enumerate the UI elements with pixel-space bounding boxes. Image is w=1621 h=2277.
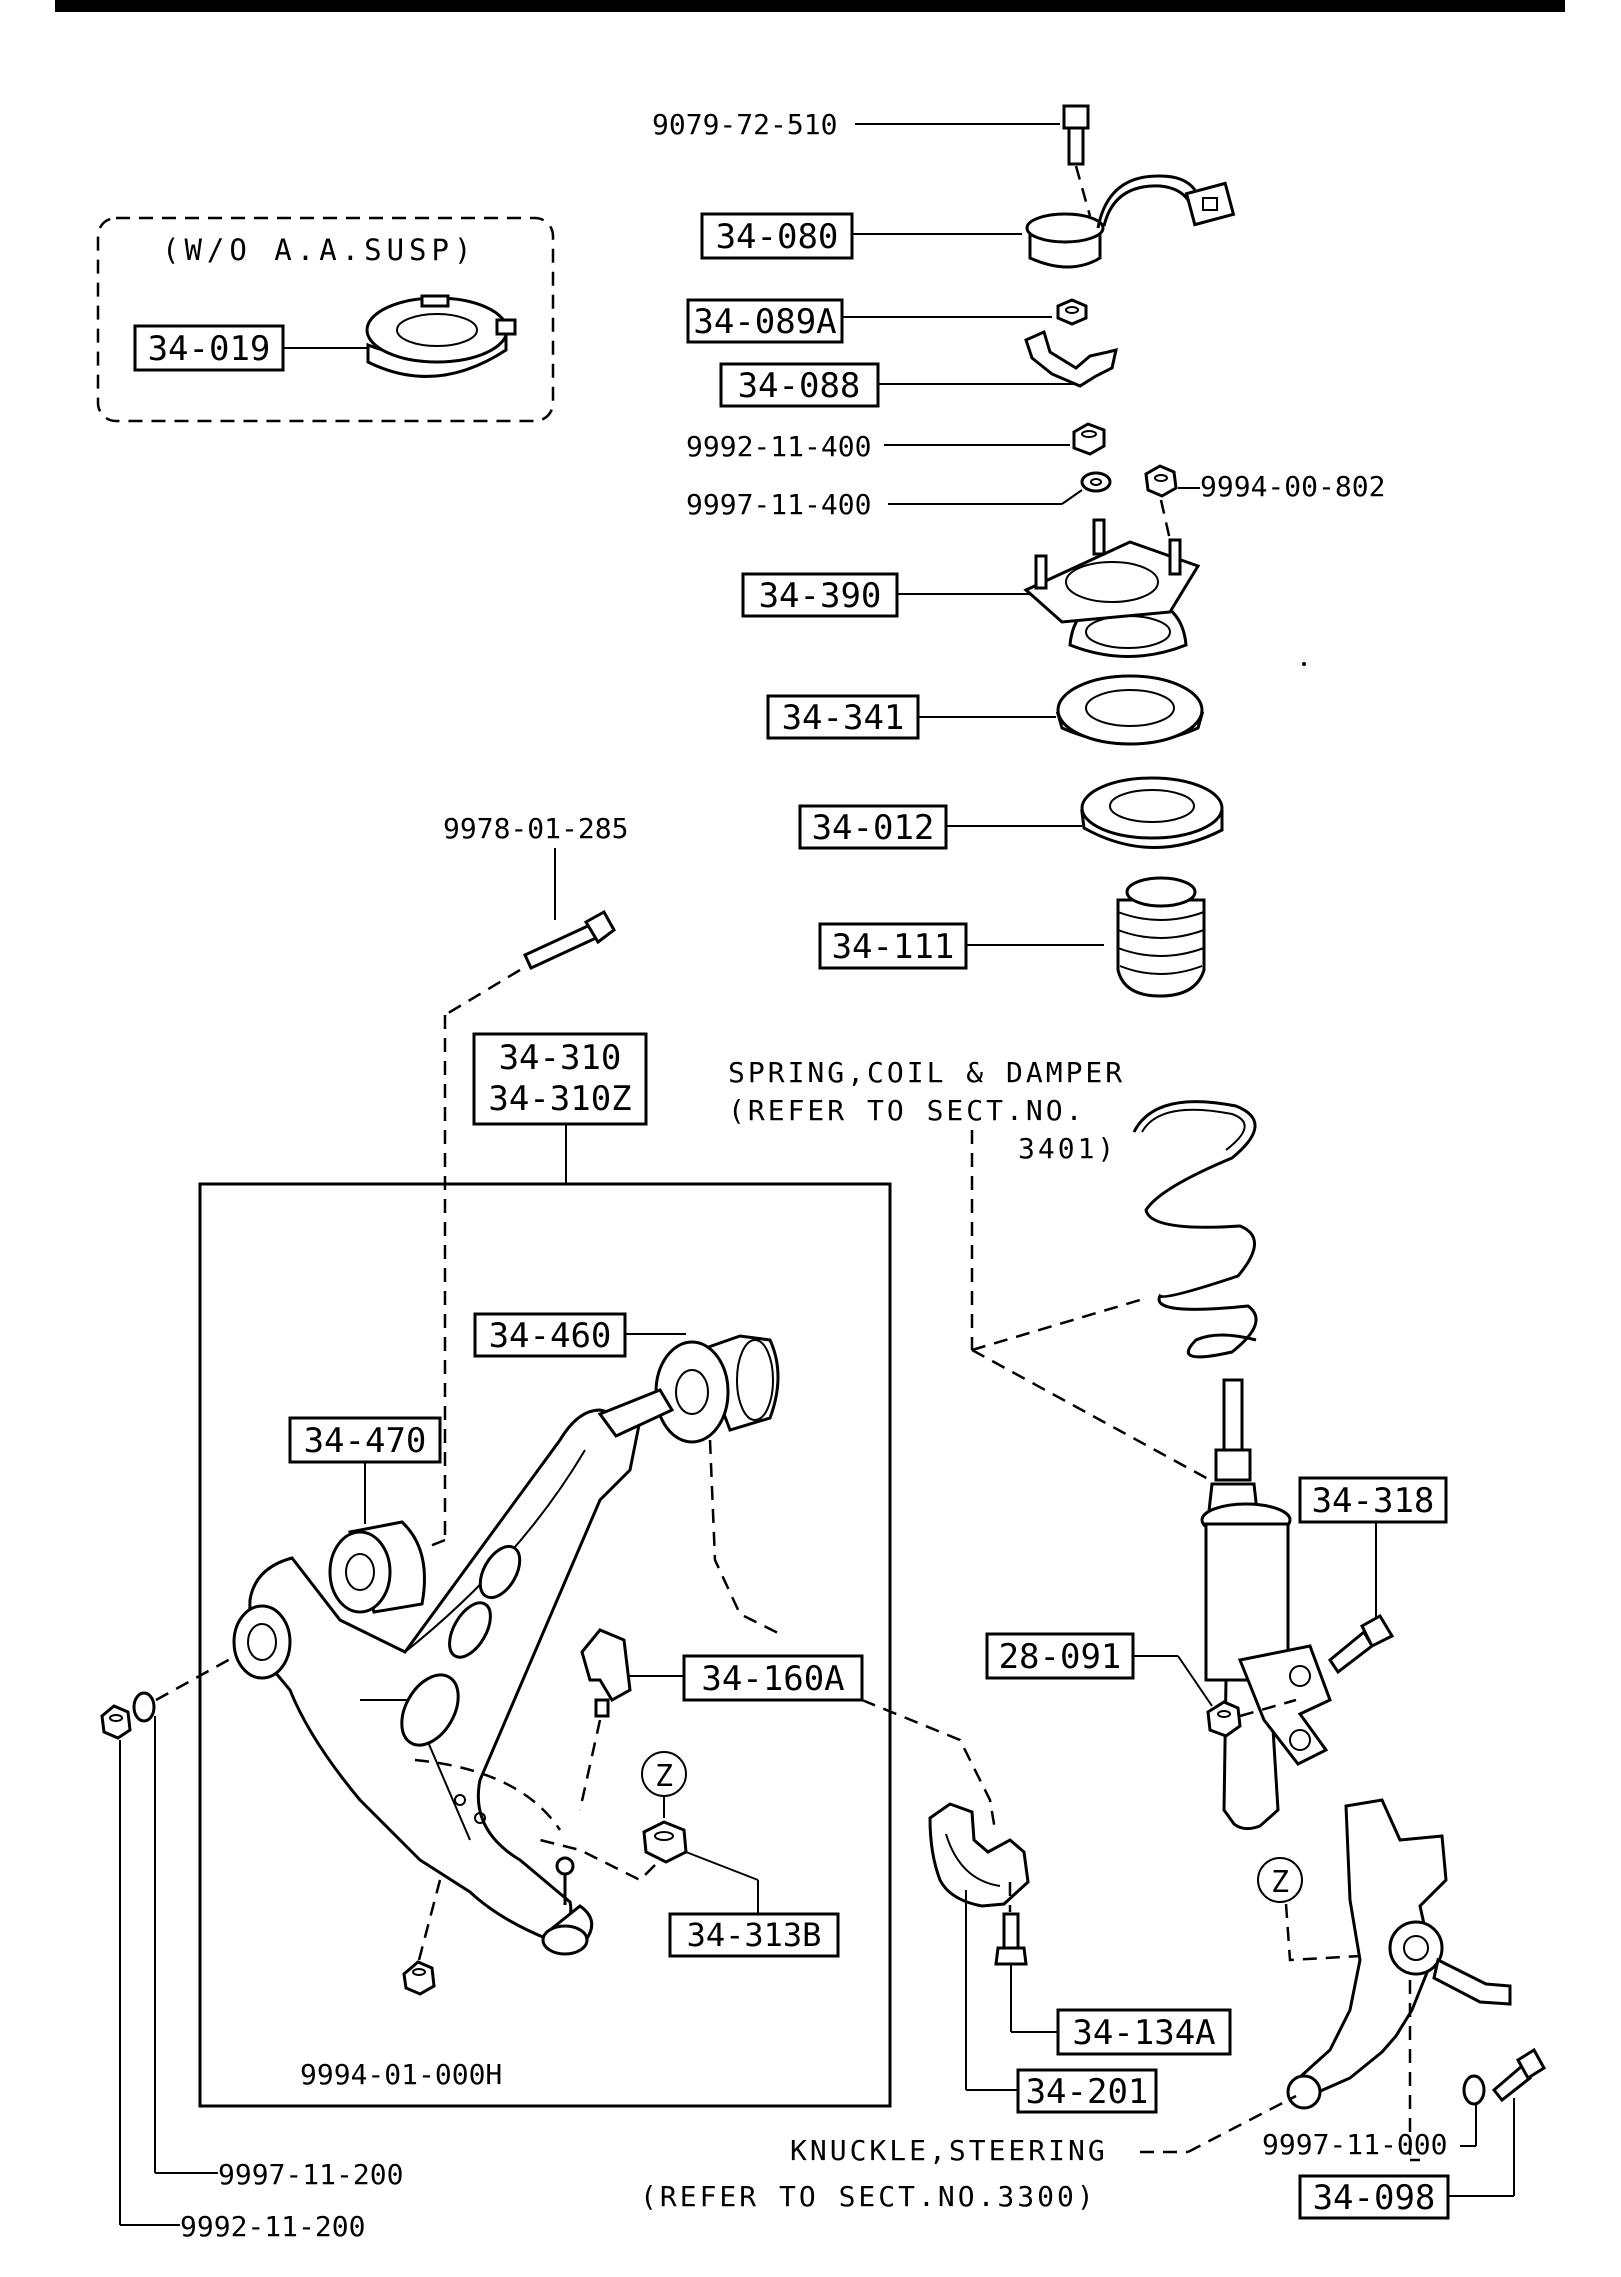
bushing-34-460 bbox=[654, 1334, 780, 1444]
label-34-313B: 34-313B bbox=[687, 1916, 822, 1954]
bolt-34-318 bbox=[1327, 1613, 1395, 1675]
spring-note-line2: (REFER TO SECT.NO. bbox=[728, 1094, 1085, 1127]
seat-34-341 bbox=[1055, 674, 1205, 746]
nut-9994-00-802 bbox=[1144, 464, 1178, 498]
label-34-111: 34-111 bbox=[832, 927, 955, 967]
nut-9992-11-200 bbox=[100, 1704, 132, 1740]
knuckle-note-line2: (REFER TO SECT.NO.3300) bbox=[640, 2180, 1097, 2213]
nut-28-091 bbox=[1206, 1700, 1242, 1738]
washer-9997-11-200 bbox=[132, 1691, 156, 1723]
label-9079-72-510: 9079-72-510 bbox=[652, 108, 837, 141]
z-marker-right bbox=[1257, 1857, 1303, 1903]
mount-34-390 bbox=[1023, 518, 1201, 658]
label-9997-11-400: 9997-11-400 bbox=[686, 488, 871, 521]
label-9997-11-200: 9997-11-200 bbox=[218, 2158, 403, 2191]
bushing-34-470 bbox=[328, 1520, 426, 1614]
label-34-310Z: 34-310Z bbox=[488, 1079, 631, 1119]
label-34-134A: 34-134A bbox=[1072, 2013, 1215, 2053]
shock-absorber bbox=[1200, 1378, 1332, 1831]
label-9997-11-000: 9997-11-000 bbox=[1262, 2128, 1447, 2161]
spring-note-line1: SPRING,COIL & DAMPER bbox=[728, 1056, 1125, 1089]
label-9978-01-285: 9978-01-285 bbox=[443, 812, 628, 845]
stabilizer-bushing-34-201 bbox=[928, 1802, 1030, 1908]
label-34-341: 34-341 bbox=[782, 698, 905, 738]
bolt-34-134A bbox=[994, 1912, 1028, 1966]
label-9992-11-400: 9992-11-400 bbox=[686, 430, 871, 463]
bolt-9079-72-510 bbox=[1062, 104, 1090, 166]
nut-9994-01-000H bbox=[402, 1960, 436, 1996]
bolt-9978-01-285 bbox=[523, 909, 616, 970]
label-34-012: 34-012 bbox=[812, 808, 935, 848]
washer-9997-11-400 bbox=[1080, 471, 1112, 493]
bracket-34-088 bbox=[1024, 329, 1118, 388]
actuator-34-080 bbox=[1025, 174, 1236, 269]
label-9992-11-200: 9992-11-200 bbox=[180, 2210, 365, 2243]
nut-34-089A bbox=[1056, 298, 1088, 326]
seat-34-019 bbox=[365, 294, 517, 378]
stray-dot bbox=[1302, 662, 1306, 666]
label-34-470: 34-470 bbox=[304, 1421, 427, 1461]
label-34-390: 34-390 bbox=[759, 576, 882, 616]
clip-34-160A bbox=[580, 1628, 632, 1718]
z-marker-left-text: Z bbox=[655, 1759, 673, 1794]
top-border bbox=[55, 0, 1565, 12]
nut-34-313B bbox=[642, 1820, 688, 1864]
inset-title: (W/O A.A.SUSP) bbox=[162, 233, 476, 267]
bolt-34-098 bbox=[1491, 2047, 1547, 2103]
label-9994-00-802: 9994-00-802 bbox=[1200, 470, 1385, 503]
label-34-201: 34-201 bbox=[1026, 2072, 1149, 2112]
spring-note-line3: 3401) bbox=[1018, 1132, 1117, 1165]
label-34-080: 34-080 bbox=[716, 217, 839, 257]
label-34-089A: 34-089A bbox=[693, 302, 836, 342]
label-9994-01-000H: 9994-01-000H bbox=[300, 2058, 502, 2091]
bump-stopper-34-111 bbox=[1116, 876, 1206, 998]
inset-without-aa-susp: (W/O A.A.SUSP) 34-019 bbox=[96, 216, 555, 423]
label-28-091: 28-091 bbox=[999, 1637, 1122, 1677]
steering-knuckle bbox=[1286, 1798, 1512, 2110]
label-34-019: 34-019 bbox=[148, 329, 271, 369]
lower-control-arm bbox=[232, 1388, 675, 1956]
label-34-088: 34-088 bbox=[738, 366, 861, 406]
z-marker-right-text: Z bbox=[1271, 1865, 1289, 1900]
label-34-098: 34-098 bbox=[1313, 2178, 1436, 2218]
label-34-318: 34-318 bbox=[1312, 1481, 1435, 1521]
label-34-310: 34-310 bbox=[499, 1038, 622, 1078]
nut-9992-11-400 bbox=[1072, 422, 1106, 456]
label-34-160A: 34-160A bbox=[701, 1659, 844, 1699]
knuckle-note-line1: KNUCKLE,STEERING bbox=[790, 2134, 1108, 2167]
coil-spring bbox=[1132, 1100, 1258, 1359]
seat-34-012 bbox=[1080, 776, 1224, 849]
washer-9997-11-000 bbox=[1462, 2074, 1486, 2106]
lower-arm-group-frame bbox=[198, 1182, 892, 2108]
label-34-460: 34-460 bbox=[489, 1316, 612, 1356]
